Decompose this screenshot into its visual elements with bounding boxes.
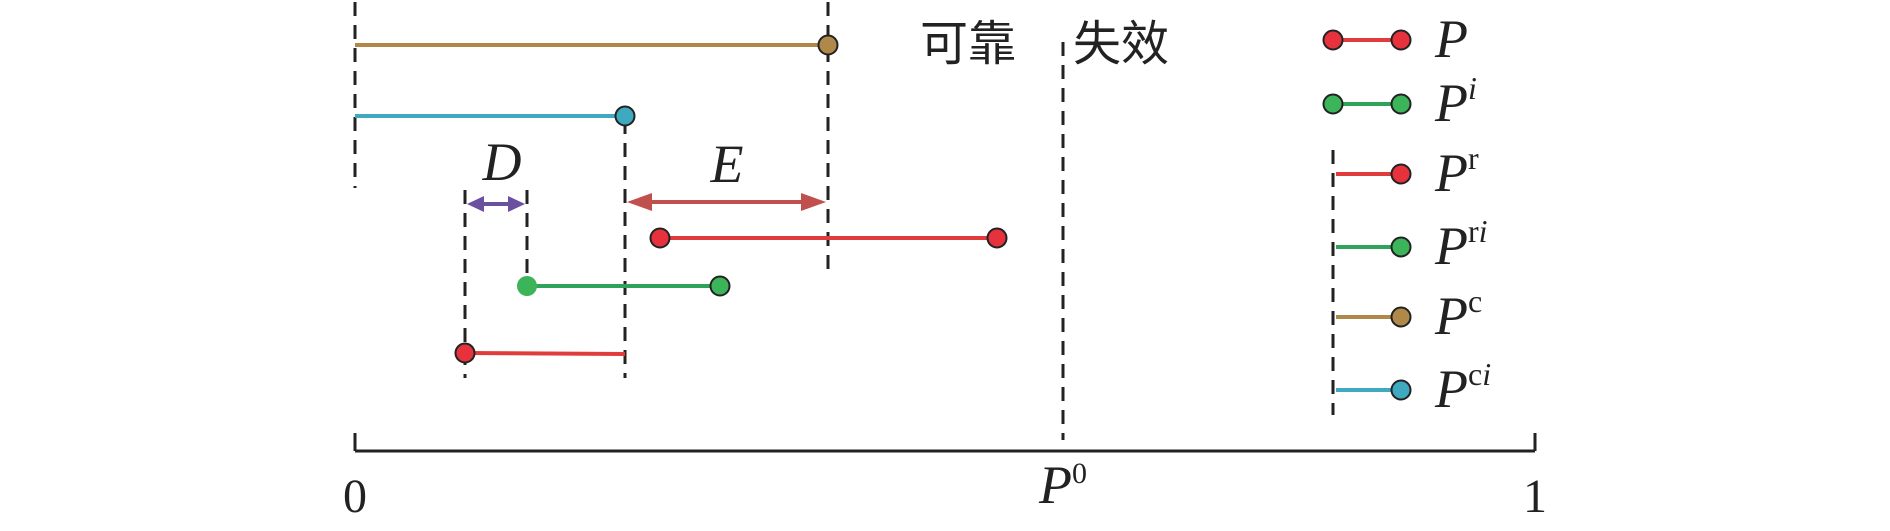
interval-p-line: [464, 351, 626, 356]
interval-pr-start-dot: [649, 227, 671, 249]
legend-item-4: Pc: [1336, 283, 1482, 346]
legend-item-label: P: [1434, 9, 1468, 69]
legend-item-label-sup: i: [1468, 70, 1477, 106]
dimension-d-arrow-right: [508, 196, 525, 212]
tick-label-p0-main: P: [1038, 455, 1072, 515]
legend-item-label-sup: c: [1468, 283, 1482, 319]
legend-item-label: Pr: [1434, 140, 1479, 203]
dimension-d-label: D: [482, 132, 522, 192]
region-failure-label: 失效: [1073, 16, 1169, 72]
dimension-e: E: [627, 134, 826, 211]
legend-item-5: Pci: [1336, 356, 1491, 419]
legend-item-label-main: P: [1434, 216, 1468, 276]
interval-pri-end-dot: [709, 275, 731, 297]
dimension-d-arrow-left: [467, 196, 484, 212]
tick-label-p0: P0: [1038, 455, 1087, 515]
legend-item-end-dot: [1390, 29, 1412, 51]
legend-item-label-sup: c: [1468, 356, 1482, 392]
reference-lines: [353, 2, 1065, 440]
dimension-e-arrow-right: [801, 193, 826, 211]
legend-item-3: Pri: [1336, 213, 1488, 276]
interval-pc: [355, 34, 839, 56]
tick-label-1: 1: [1523, 470, 1547, 523]
interval-p-start-dot: [454, 342, 476, 364]
legend-item-label-main: P: [1434, 143, 1468, 203]
legend-item-end-dot: [1390, 93, 1412, 115]
interval-pri-start-dot: [517, 276, 537, 296]
region-reliable-label: 可靠: [920, 16, 1016, 72]
x-axis: 0 1 P0: [343, 433, 1547, 523]
legend-item-label: Pc: [1434, 283, 1482, 346]
legend-item-end-dot: [1390, 379, 1412, 401]
legend-item-label: Pci: [1434, 356, 1491, 419]
legend-item-label: Pi: [1434, 70, 1477, 133]
dimension-e-arrow-left: [627, 193, 652, 211]
legend-item-label: Pri: [1434, 213, 1488, 276]
interval-pr-end-dot: [986, 227, 1008, 249]
legend-item-label-main: P: [1434, 9, 1468, 69]
legend-item-label-sup: r: [1468, 213, 1479, 249]
tick-label-0: 0: [343, 470, 367, 523]
legend-item-end-dot: [1390, 236, 1412, 258]
legend-item-1: Pi: [1322, 70, 1477, 133]
legend-item-label-main: P: [1434, 73, 1468, 133]
legend-item-start-dot: [1322, 29, 1344, 51]
legend-item-label-main: P: [1434, 359, 1468, 419]
legend-item-end-dot: [1390, 163, 1412, 185]
legend-item-2: Pr: [1336, 140, 1479, 203]
legend-item-label-sup: i: [1482, 356, 1491, 392]
interval-pr: [649, 227, 1008, 249]
dimension-e-label: E: [710, 134, 744, 194]
legend-item-label-sup: i: [1479, 213, 1488, 249]
legend-item-label-sup: r: [1468, 140, 1479, 176]
legend-item-start-dot: [1322, 93, 1344, 115]
legend-item-label-main: P: [1434, 286, 1468, 346]
dimension-d: D: [467, 132, 525, 212]
interval-pc-end-dot: [817, 34, 839, 56]
interval-pri: [517, 275, 731, 297]
tick-label-p0-sup: 0: [1072, 457, 1087, 490]
interval-pci: [355, 105, 636, 127]
legend-item-end-dot: [1390, 306, 1412, 328]
interval-pci-end-dot: [614, 105, 636, 127]
legend-item-0: P: [1322, 9, 1468, 69]
interval-p: [454, 342, 626, 364]
